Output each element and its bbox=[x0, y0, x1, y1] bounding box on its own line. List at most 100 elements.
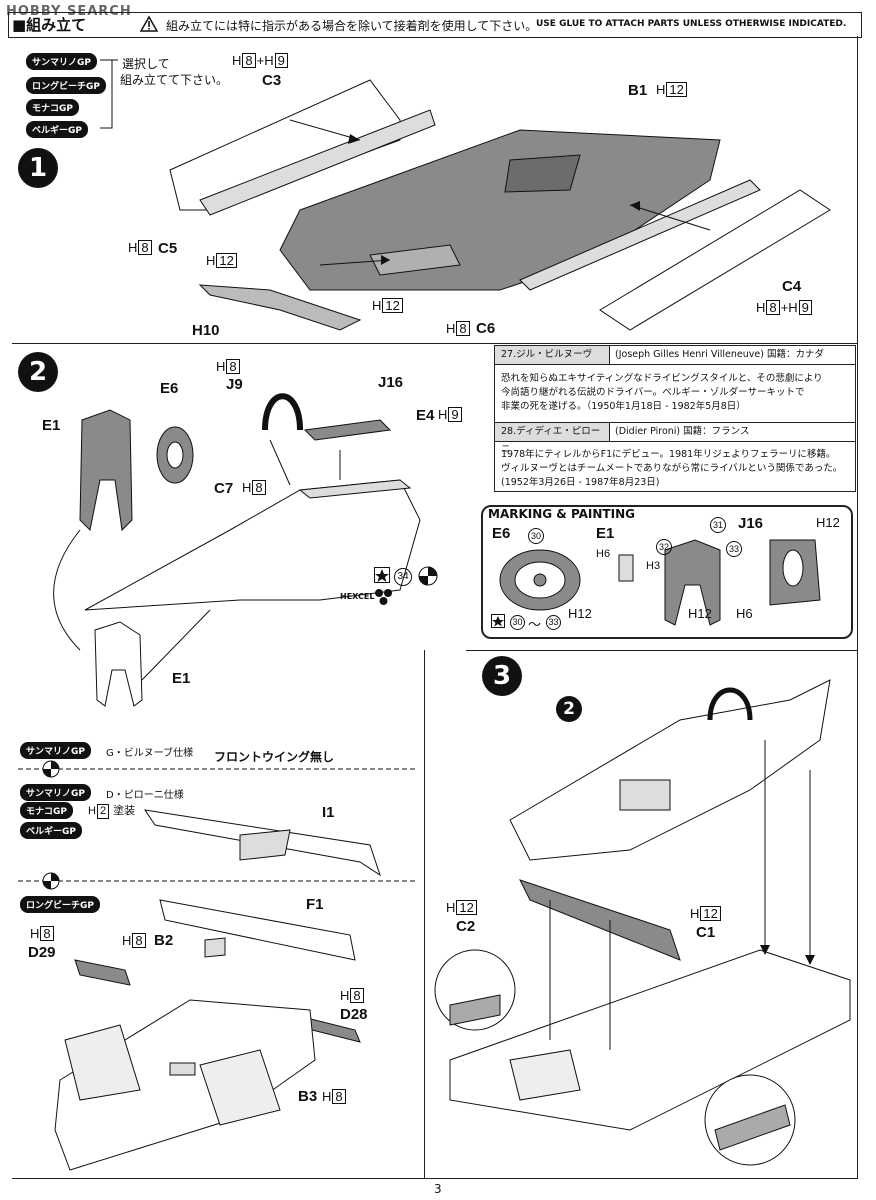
mp-decal-star-icon bbox=[491, 614, 505, 628]
step3-drawing bbox=[434, 679, 851, 1166]
rear-wing-i1 bbox=[143, 809, 381, 877]
gp-badge-long-beach: ロングビーチGP bbox=[26, 77, 106, 94]
label-c2: C2 bbox=[456, 918, 476, 935]
step2-drawing bbox=[53, 393, 421, 707]
mp-range-end: 33 bbox=[546, 615, 561, 630]
decal-number-34: 34 bbox=[394, 568, 412, 586]
mp-num-32: 32 bbox=[656, 539, 672, 555]
mp-label-e1: E1 bbox=[596, 525, 615, 542]
divider-bottom bbox=[12, 1178, 858, 1179]
warning-icon bbox=[139, 15, 159, 32]
wing-badge-monaco: モナコGP bbox=[20, 802, 73, 819]
gp-badge-monaco: モナコGP bbox=[26, 99, 79, 116]
mp-h12-j16: H12 bbox=[816, 515, 840, 530]
marking-painting-box bbox=[481, 505, 853, 639]
label-j9: J9 bbox=[226, 376, 243, 393]
driver-27-line1: 恐れを知らぬエキサイティングなドライビングスタイルと、その悲劇により bbox=[501, 373, 823, 384]
label-e4: E4 bbox=[416, 407, 435, 424]
label-e1-top: E1 bbox=[42, 417, 61, 434]
label-e6: E6 bbox=[160, 380, 179, 397]
mp-num-30: 30 bbox=[528, 528, 544, 544]
label-h10: H10 bbox=[192, 322, 220, 339]
driver-27-line3: 非業の死を遂げる。（1950年1月18日 - 1982年5月8日） bbox=[501, 401, 746, 412]
divider-step3 bbox=[424, 650, 425, 1178]
label-b2: B2 bbox=[154, 932, 174, 949]
step-3-badge: 3 bbox=[482, 656, 522, 696]
wing-note-villeneuve: G・ビルヌーブ仕様 bbox=[106, 748, 194, 759]
mp-h6-j16: H6 bbox=[736, 606, 753, 621]
select-note-2: 組み立てて下さい。 bbox=[120, 73, 229, 87]
watermark: HOBBY SEARCH bbox=[6, 4, 132, 19]
label-i1: I1 bbox=[322, 804, 335, 821]
label-e1-bottom: E1 bbox=[172, 670, 191, 687]
driver-info-box: 27.ジル・ビルヌーヴ (Joseph Gilles Henri Villene… bbox=[494, 345, 856, 492]
label-b1: B1 bbox=[628, 82, 648, 99]
mp-label-e6: E6 bbox=[492, 525, 511, 542]
mp-num-31: 31 bbox=[710, 517, 726, 533]
driver-27-header: 27.ジル・ビルヌーヴ (Joseph Gilles Henri Villene… bbox=[495, 345, 855, 365]
gp-badge-belgium: ベルギーGP bbox=[26, 121, 88, 138]
step-2-ref-badge: 2 bbox=[556, 696, 582, 722]
checker-flag-icon-2 bbox=[42, 872, 60, 890]
label-c7: C7 bbox=[214, 480, 234, 497]
mp-range-start: 30 bbox=[510, 615, 525, 630]
glue-warning-jp: 組み立てには特に指示がある場合を除いて接着剤を使用して下さい。 bbox=[166, 19, 538, 33]
wing-badge-belgium: ベルギーGP bbox=[20, 822, 82, 839]
step-2-badge: 2 bbox=[18, 352, 58, 392]
divider-step3-top bbox=[466, 650, 858, 651]
hexcel-logo: HEXCEL bbox=[340, 592, 375, 601]
page-number: 3 bbox=[434, 1182, 442, 1196]
mp-h12-wheel: H12 bbox=[568, 606, 592, 621]
wing-badge-san-marino: サンマリノGP bbox=[20, 742, 91, 759]
divider-right-frame bbox=[857, 36, 858, 1178]
label-d29: D29 bbox=[28, 944, 56, 961]
label-c3: C3 bbox=[262, 72, 282, 89]
driver-27-line2: 今尚語り継がれる伝説のドライバー。ベルギー・ゾルダーサーキットで bbox=[501, 387, 805, 398]
step1-drawing bbox=[169, 79, 831, 331]
dashed-divider-2 bbox=[18, 880, 418, 882]
divider-step1 bbox=[12, 343, 858, 344]
label-c5: C5 bbox=[158, 240, 178, 257]
checker-flag-icon bbox=[418, 566, 438, 586]
hexcel-hex-icon bbox=[375, 589, 392, 605]
label-j16: J16 bbox=[378, 374, 404, 391]
label-c1: C1 bbox=[696, 924, 716, 941]
glue-warning-en: USE GLUE TO ATTACH PARTS UNLESS OTHERWIS… bbox=[536, 19, 847, 29]
marking-title: MARKING & PAINTING bbox=[488, 507, 635, 521]
wing-note-pironi: D・ピローニ仕様 bbox=[106, 790, 184, 801]
section-title: ■組み立て bbox=[12, 16, 87, 34]
bracket-connector bbox=[100, 59, 118, 129]
driver-28-line2: ヴィルヌーヴとはチームメートでありながら常にライバルという関係であった。 bbox=[501, 463, 843, 474]
header-bar bbox=[8, 12, 862, 38]
label-d28: D28 bbox=[340, 1006, 368, 1023]
dashed-divider-1 bbox=[18, 768, 418, 770]
label-f1: F1 bbox=[306, 896, 324, 913]
decal-star-icon bbox=[374, 567, 390, 583]
mp-drawing bbox=[499, 539, 821, 626]
label-c6: C6 bbox=[476, 320, 496, 337]
label-c4: C4 bbox=[782, 278, 802, 295]
no-front-wing-note: フロントウイング無し bbox=[214, 750, 335, 764]
mp-h6-e1: H6 bbox=[596, 548, 611, 560]
mp-range-sep: ～ bbox=[528, 617, 542, 632]
mp-h3-e1: H3 bbox=[646, 560, 661, 572]
step-1-badge: 1 bbox=[18, 148, 58, 188]
gp-badge-san-marino: サンマリノGP bbox=[26, 53, 97, 70]
mp-num-33: 33 bbox=[726, 541, 742, 557]
mp-h12-seat: H12 bbox=[688, 606, 712, 621]
